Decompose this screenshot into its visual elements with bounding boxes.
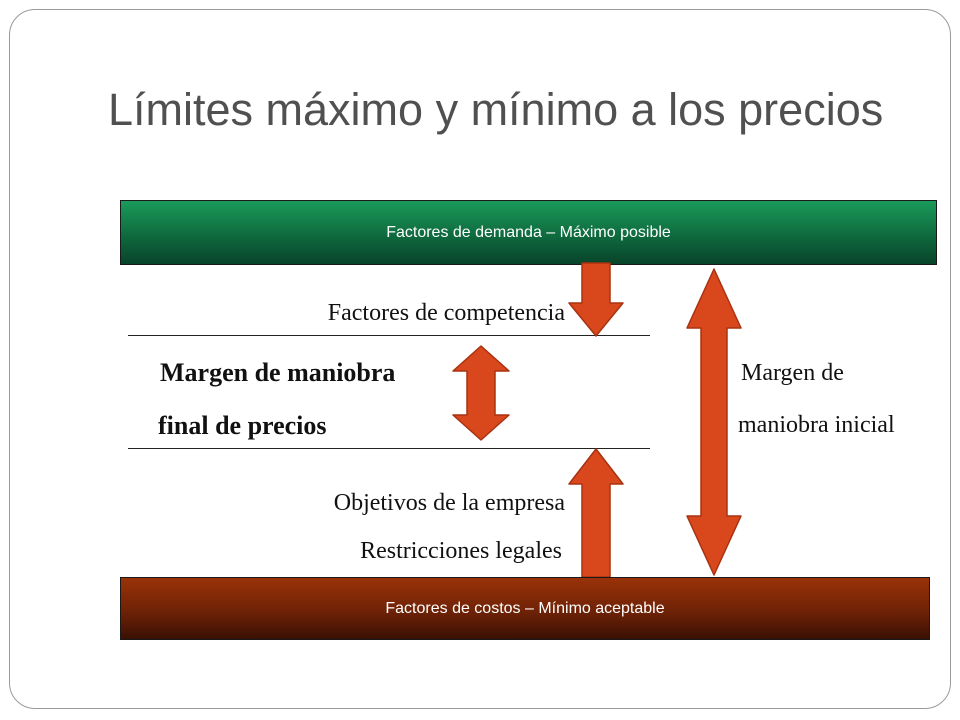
competition-factors-label: Factores de competencia [327,300,565,326]
up-arrow-icon [568,448,624,578]
slide-title: Límites máximo y mínimo a los precios [108,84,884,135]
final-margin-double-arrow-icon [452,345,510,441]
legal-restrictions-label: Restricciones legales [360,538,562,564]
demand-factors-bar: Factores de demanda – Máximo posible [120,200,937,265]
initial-margin-double-arrow-icon [686,268,742,576]
company-objectives-label: Objetivos de la empresa [333,490,565,516]
slide-frame [9,9,951,709]
final-margin-label-line1: Margen de maniobra [160,358,396,387]
upper-divider-line [128,335,650,336]
initial-margin-label-line2: maniobra inicial [738,412,895,438]
cost-factors-label: Factores de costos – Mínimo aceptable [385,599,665,617]
demand-factors-label: Factores de demanda – Máximo posible [386,223,671,241]
cost-factors-bar: Factores de costos – Mínimo aceptable [120,577,930,640]
lower-divider-line [128,448,650,449]
down-arrow-icon [568,262,624,337]
initial-margin-label-line1: Margen de [741,360,844,386]
final-margin-label-line2: final de precios [158,411,327,440]
